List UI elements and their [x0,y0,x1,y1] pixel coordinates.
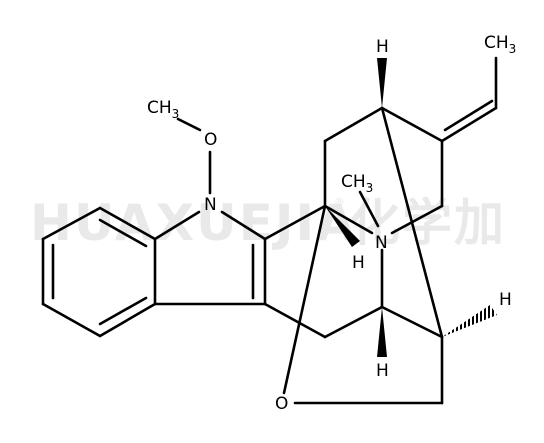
atom-n-amine: N [375,233,388,253]
bond [153,210,201,241]
solid-wedge [377,307,387,357]
atom-ch3-ethylidene: CH3 [484,33,516,56]
bond [380,106,444,143]
bond [41,206,102,241]
atom-h-mid: H [352,253,365,273]
bond [220,210,267,241]
bond [176,117,202,132]
atom-o-methoxy: O [204,130,217,150]
watermark-text: HUAXUEJIA [30,194,357,252]
double-bond-inner [98,218,148,248]
watermark: HUAXUEJIA ® 化学加 [30,194,506,252]
atom-n-indole: N [204,195,217,215]
bond [380,305,444,339]
atom-h-right: H [499,290,512,310]
double-bond-inner [98,296,148,326]
atom-h-top: H [376,37,389,57]
watermark-registered: ® [334,195,345,208]
bond [440,106,498,143]
solid-wedge [377,58,387,108]
bond [358,190,380,228]
bond [98,302,157,338]
stereo-wedges [325,58,497,357]
double-bond [443,99,494,132]
bond [323,305,384,339]
atom-ch3-methoxy: CH3 [147,98,179,121]
bond [282,204,327,395]
bond [263,302,327,339]
bond [380,106,444,339]
atom-o-ether: O [275,394,288,414]
hashed-wedge [442,305,497,337]
bond [323,106,384,143]
bond [263,204,327,241]
watermark-cjk: 化学加 [350,194,506,252]
atom-labels: CH3 CH3 O N CH3 N O H H H H [147,33,516,414]
bonds [41,56,498,405]
atom-h-lower: H [376,361,389,381]
bond [323,204,374,235]
solid-wedge [325,206,360,247]
bond [390,204,444,235]
bond [41,302,102,338]
atom-ch3-n-methyl: CH3 [341,172,373,195]
bond [98,206,157,241]
